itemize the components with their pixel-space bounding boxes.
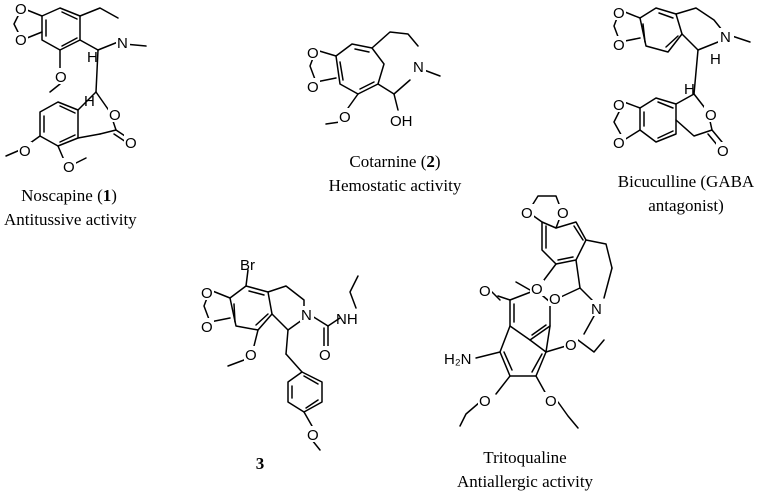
cotarnine-activity: Hemostatic activity (328, 176, 462, 195)
noscapine-structure: O O N O H H O O O O (5, 1, 147, 176)
noscapine-number: 1 (102, 186, 112, 205)
atom-o: O (15, 1, 27, 18)
tritoqualine-activity: Antiallergic activity (456, 472, 594, 491)
atom-o: O (479, 393, 491, 410)
bicuculline-caption: Bicuculline (GABA antagonist) (616, 170, 756, 218)
atom-n: N (413, 59, 424, 76)
atom-o: O (319, 347, 331, 364)
noscapine-caption: Noscapine (1) Antitussive activity (4, 184, 137, 232)
compound-3-number: 3 (255, 454, 265, 473)
atom-o: O (109, 107, 121, 124)
atom-h: H (87, 49, 98, 66)
atom-o: O (565, 337, 577, 354)
noscapine-activity: Antitussive activity (4, 210, 137, 229)
atom-o: O (15, 32, 27, 49)
atom-o: O (613, 135, 625, 152)
atom-o: O (613, 5, 625, 22)
atom-n: N (591, 301, 602, 318)
bicuculline-name-line2: antagonist) (648, 196, 724, 215)
atom-n: N (117, 35, 128, 52)
tritoqualine-structure: O O O N O O H₂N O O O (444, 195, 613, 429)
atom-h: H (710, 51, 721, 68)
cotarnine-number: 2 (426, 152, 435, 171)
atom-o: O (705, 107, 717, 124)
bicuculline-name-line1: Bicuculline (GABA (617, 172, 755, 191)
atom-o: O (63, 159, 75, 176)
atom-o: O (521, 205, 533, 222)
atom-o: O (125, 135, 137, 152)
tritoqualine-caption: Tritoqualine Antiallergic activity (440, 446, 610, 494)
atom-o: O (613, 97, 625, 114)
atom-o: O (307, 427, 319, 444)
cotarnine-structure: O O N O OH (306, 31, 441, 130)
atom-br: Br (240, 257, 255, 274)
atom-o: O (557, 205, 569, 222)
atom-o: O (531, 281, 543, 298)
atom-o: O (201, 319, 213, 336)
atom-o: O (55, 69, 67, 86)
atom-n: N (301, 307, 312, 324)
cotarnine-caption: Cotarnine (2) Hemostatic activity (320, 150, 470, 198)
atom-h: H (84, 93, 95, 110)
atom-o: O (307, 45, 319, 62)
atom-o: O (717, 143, 729, 160)
atom-o: O (549, 291, 561, 308)
atom-nh: NH (336, 311, 358, 328)
noscapine-name: Noscapine (21, 186, 93, 205)
atom-o: O (201, 285, 213, 302)
compound-3-structure: Br O O N NH O O O (200, 257, 359, 451)
atom-o: O (307, 79, 319, 96)
bicuculline-structure: O O N H H O O O O (612, 4, 751, 160)
atom-nh2: H₂N (444, 351, 472, 368)
atom-o: O (339, 109, 351, 126)
tritoqualine-name: Tritoqualine (483, 448, 567, 467)
atom-o: O (19, 143, 31, 160)
compound-3-caption: 3 (250, 452, 270, 476)
atom-o: O (245, 347, 257, 364)
atom-n: N (720, 29, 731, 46)
atom-o: O (479, 283, 491, 300)
cotarnine-name: Cotarnine (349, 152, 417, 171)
atom-o: O (613, 37, 625, 54)
atom-oh: OH (390, 113, 413, 130)
atom-h: H (684, 81, 695, 98)
atom-o: O (545, 393, 557, 410)
